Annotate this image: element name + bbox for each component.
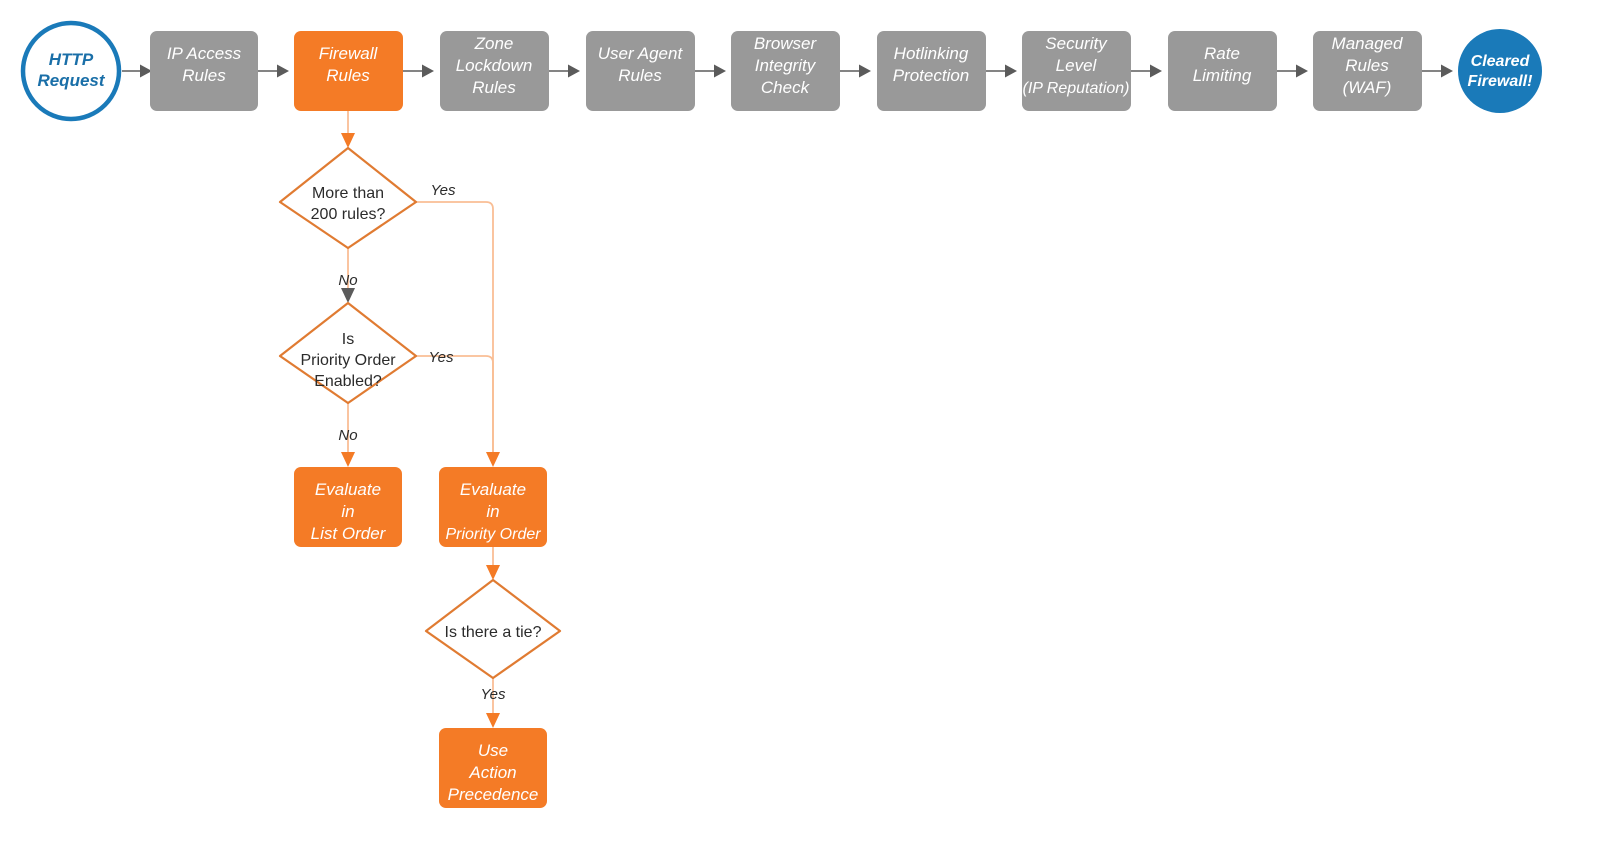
connector-200rules-yes-to-priority-evaluate bbox=[416, 201, 500, 467]
evaluate-list-order-line2: in bbox=[341, 502, 354, 521]
user-agent-rules-line1: User Agent bbox=[598, 44, 684, 63]
connector-browser-integrity-to-hotlinking bbox=[840, 64, 871, 78]
security-level-line2: Level bbox=[1056, 56, 1098, 75]
connector-priority-order-yes-to-priority-evaluate bbox=[416, 355, 494, 452]
use-action-precedence-line2: Action bbox=[468, 763, 516, 782]
use-action-precedence-line1: Use bbox=[478, 741, 508, 760]
decision-tie-line1: Is there a tie? bbox=[445, 624, 542, 641]
connector-200rules-no-to-priority-order bbox=[341, 248, 355, 303]
decision-is-priority-order-enabled[interactable]: Is Priority Order Enabled? bbox=[278, 301, 418, 405]
decision-200rules-line2: 200 rules? bbox=[311, 206, 386, 223]
connector-rate-limiting-to-managed-rules bbox=[1277, 64, 1308, 78]
connector-security-level-to-rate-limiting bbox=[1131, 64, 1162, 78]
edge-label-priority-order-yes: Yes bbox=[428, 349, 454, 366]
edge-labels: Yes No Yes No Yes bbox=[338, 182, 506, 703]
managed-rules-line2: Rules bbox=[1345, 56, 1389, 75]
evaluate-priority-order-line1: Evaluate bbox=[460, 480, 526, 499]
connector-user-agent-to-browser-integrity bbox=[695, 64, 726, 78]
zone-lockdown-rules-line2: Lockdown bbox=[456, 56, 533, 75]
ip-access-rules-line2: Rules bbox=[182, 66, 226, 85]
connector-managed-rules-to-end bbox=[1422, 64, 1453, 78]
decision-priority-order-line1: Is bbox=[342, 331, 354, 348]
node-zone-lockdown-rules[interactable]: Zone Lockdown Rules bbox=[440, 31, 549, 111]
security-level-line1: Security bbox=[1045, 34, 1108, 53]
node-rate-limiting[interactable]: Rate Limiting bbox=[1168, 31, 1277, 111]
connector-firewall-to-zone-lockdown bbox=[403, 64, 434, 78]
connector-priority-order-no-to-list-evaluate bbox=[341, 403, 355, 467]
firewall-rules-line2: Rules bbox=[326, 66, 370, 85]
node-evaluate-in-list-order[interactable]: Evaluate in List Order bbox=[294, 467, 402, 547]
decision-priority-order-line3: Enabled? bbox=[314, 373, 382, 390]
user-agent-rules-line2: Rules bbox=[618, 66, 662, 85]
node-use-action-precedence[interactable]: Use Action Precedence bbox=[439, 728, 547, 808]
node-managed-rules-waf[interactable]: Managed Rules (WAF) bbox=[1313, 31, 1422, 111]
edge-label-200rules-yes: Yes bbox=[430, 182, 456, 199]
node-http-request[interactable]: HTTP Request bbox=[20, 20, 122, 122]
connector-tie-yes-to-action-precedence bbox=[486, 678, 500, 728]
connector-hotlinking-to-security-level bbox=[986, 64, 1017, 78]
use-action-precedence-line3: Precedence bbox=[448, 785, 539, 804]
connector-zone-lockdown-to-user-agent bbox=[549, 64, 580, 78]
connector-ip-access-to-firewall bbox=[258, 64, 289, 78]
rate-limiting-line2: Limiting bbox=[1193, 66, 1252, 85]
connector-firewall-to-decision-200rules bbox=[341, 111, 355, 148]
node-user-agent-rules[interactable]: User Agent Rules bbox=[586, 31, 695, 111]
pipeline-connectors bbox=[122, 64, 1453, 78]
browser-integrity-line1: Browser bbox=[754, 34, 818, 53]
ip-access-rules-line1: IP Access bbox=[167, 44, 242, 63]
decision-200rules-line1: More than bbox=[312, 185, 384, 202]
decision-is-there-a-tie[interactable]: Is there a tie? bbox=[424, 578, 562, 680]
branch-connectors bbox=[341, 111, 500, 728]
managed-rules-line1: Managed bbox=[1332, 34, 1403, 53]
hotlinking-protection-line1: Hotlinking bbox=[894, 44, 969, 63]
http-request-label-line2: Request bbox=[37, 71, 105, 90]
edge-label-tie-yes: Yes bbox=[480, 686, 506, 703]
edge-label-200rules-no: No bbox=[338, 272, 357, 289]
zone-lockdown-rules-line3: Rules bbox=[472, 78, 516, 97]
evaluate-priority-order-line3: Priority Order bbox=[445, 526, 541, 543]
rate-limiting-line1: Rate bbox=[1204, 44, 1240, 63]
decision-priority-order-line2: Priority Order bbox=[300, 352, 396, 369]
node-hotlinking-protection[interactable]: Hotlinking Protection bbox=[877, 31, 986, 111]
http-request-label-line1: HTTP bbox=[49, 50, 94, 69]
connector-priority-evaluate-to-tie-decision bbox=[486, 547, 500, 580]
node-browser-integrity-check[interactable]: Browser Integrity Check bbox=[731, 31, 840, 111]
edge-label-priority-order-no: No bbox=[338, 427, 357, 444]
browser-integrity-line3: Check bbox=[761, 78, 811, 97]
cleared-firewall-label-line1: Cleared bbox=[1471, 53, 1531, 70]
node-firewall-rules[interactable]: Firewall Rules bbox=[294, 31, 403, 111]
hotlinking-protection-line2: Protection bbox=[893, 66, 970, 85]
node-ip-access-rules[interactable]: IP Access Rules bbox=[150, 31, 258, 111]
firewall-rules-line1: Firewall bbox=[319, 44, 379, 63]
evaluate-list-order-line3: List Order bbox=[311, 524, 387, 543]
cleared-firewall-label-line2: Firewall! bbox=[1468, 73, 1534, 90]
node-evaluate-in-priority-order[interactable]: Evaluate in Priority Order bbox=[439, 467, 547, 547]
connector-start-to-ip-access bbox=[122, 64, 152, 78]
evaluate-priority-order-line2: in bbox=[486, 502, 499, 521]
node-cleared-firewall[interactable]: Cleared Firewall! bbox=[1458, 29, 1542, 113]
zone-lockdown-rules-line1: Zone bbox=[474, 34, 514, 53]
managed-rules-line3: (WAF) bbox=[1343, 78, 1392, 97]
security-level-line3: (IP Reputation) bbox=[1022, 80, 1129, 97]
node-security-level[interactable]: Security Level (IP Reputation) bbox=[1022, 31, 1131, 111]
evaluate-list-order-line1: Evaluate bbox=[315, 480, 381, 499]
browser-integrity-line2: Integrity bbox=[755, 56, 817, 75]
decision-more-than-200-rules[interactable]: More than 200 rules? bbox=[278, 146, 418, 250]
